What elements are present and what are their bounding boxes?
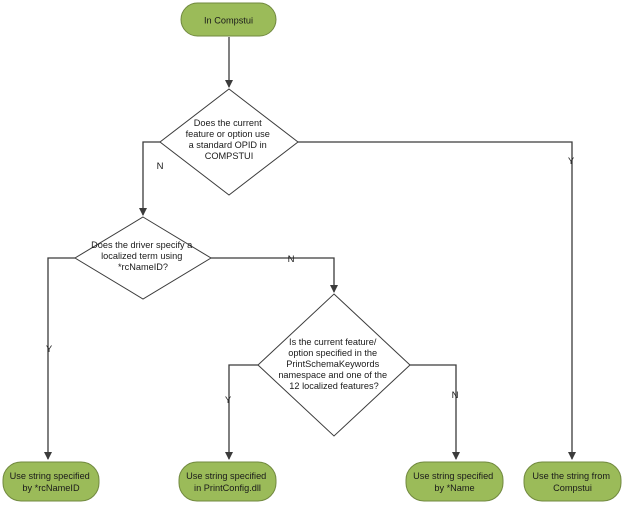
- decision-printschema-line-5: 12 localized features?: [289, 381, 378, 391]
- outcome-compstui-text: Use the string from Compstui: [532, 471, 612, 493]
- outcome-rcnameid-line-2: by *rcNameID: [22, 483, 80, 493]
- edge-d1-yes: [298, 141, 576, 460]
- edge-d2-no: [211, 257, 338, 293]
- outcome-printconfig-line-2: in PrintConfig.dll: [194, 483, 261, 493]
- outcome-name: Use string specified by *Name: [405, 461, 504, 502]
- decision-opid-line-3: a standard OPID in: [189, 140, 267, 150]
- start-node-shape: [180, 2, 277, 37]
- decision-rcnameid-line-3: *rcNameID?: [118, 262, 168, 272]
- start-node-label: In Compstui: [204, 16, 253, 26]
- decision-rcnameid-line-2: localized term using: [101, 251, 182, 261]
- decision-printschema: Is the current feature/ option specified…: [257, 293, 411, 437]
- outcome-name-text: Use string specified by *Name: [413, 471, 496, 493]
- outcome-name-shape: [405, 461, 504, 502]
- decision-printschema-line-3: PrintSchemaKeywords: [286, 359, 379, 369]
- decision-opid: Does the current feature or option use a…: [159, 88, 299, 196]
- decision-printschema-line-2: option specified in the: [288, 348, 377, 358]
- start-node: In Compstui: [180, 2, 277, 37]
- decision-printschema-shape: [257, 293, 411, 437]
- decision-rcnameid-text: Does the driver specify a localized term…: [91, 240, 195, 272]
- outcome-name-line-1: Use string specified: [413, 471, 493, 481]
- label-d1-yes: Y: [568, 156, 575, 167]
- edge-labels: N Y N Y Y N: [46, 156, 575, 406]
- decision-opid-line-4: COMPSTUI: [205, 151, 254, 161]
- edge-d1-no: [139, 141, 160, 216]
- decision-rcnameid: Does the driver specify a localized term…: [74, 216, 212, 300]
- decision-rcnameid-line-1: Does the driver specify a: [91, 240, 193, 250]
- decision-opid-shape: [159, 88, 299, 196]
- decision-opid-text: Does the current feature or option use a…: [186, 118, 273, 161]
- outcome-rcnameid-shape: [2, 461, 100, 502]
- decision-printschema-line-1: Is the current feature/: [289, 337, 377, 347]
- label-d2-no: N: [288, 254, 295, 265]
- outcome-rcnameid-line-1: Use string specified: [10, 471, 90, 481]
- decision-rcnameid-shape: [74, 216, 212, 300]
- decision-opid-line-2: feature or option use: [186, 129, 270, 139]
- outcome-rcnameid: Use string specified by *rcNameID: [2, 461, 100, 502]
- decision-opid-line-1: Does the current: [194, 118, 262, 128]
- outcome-compstui-line-1: Use the string from: [532, 471, 610, 481]
- outcome-printconfig-text: Use string specified in PrintConfig.dll: [186, 471, 269, 493]
- label-d2-yes: Y: [46, 344, 53, 355]
- outcome-printconfig-line-1: Use string specified: [186, 471, 266, 481]
- outcome-compstui: Use the string from Compstui: [523, 461, 622, 502]
- outcome-rcnameid-text: Use string specified by *rcNameID: [10, 471, 93, 493]
- outcome-compstui-line-2: Compstui: [553, 483, 592, 493]
- label-d3-yes: Y: [225, 395, 232, 406]
- decision-printschema-line-4: namespace and one of the: [278, 370, 387, 380]
- edge-d3-yes: [225, 364, 258, 460]
- outcome-compstui-shape: [523, 461, 622, 502]
- connectors: [44, 37, 576, 460]
- outcome-printconfig: Use string specified in PrintConfig.dll: [178, 461, 277, 502]
- edge-d3-no: [410, 364, 460, 460]
- edge-d2-yes: [44, 257, 75, 460]
- decision-printschema-text: Is the current feature/ option specified…: [278, 337, 389, 391]
- outcome-printconfig-shape: [178, 461, 277, 502]
- outcome-name-line-2: by *Name: [434, 483, 474, 493]
- label-d3-no: N: [452, 390, 459, 401]
- label-d1-no: N: [157, 161, 164, 172]
